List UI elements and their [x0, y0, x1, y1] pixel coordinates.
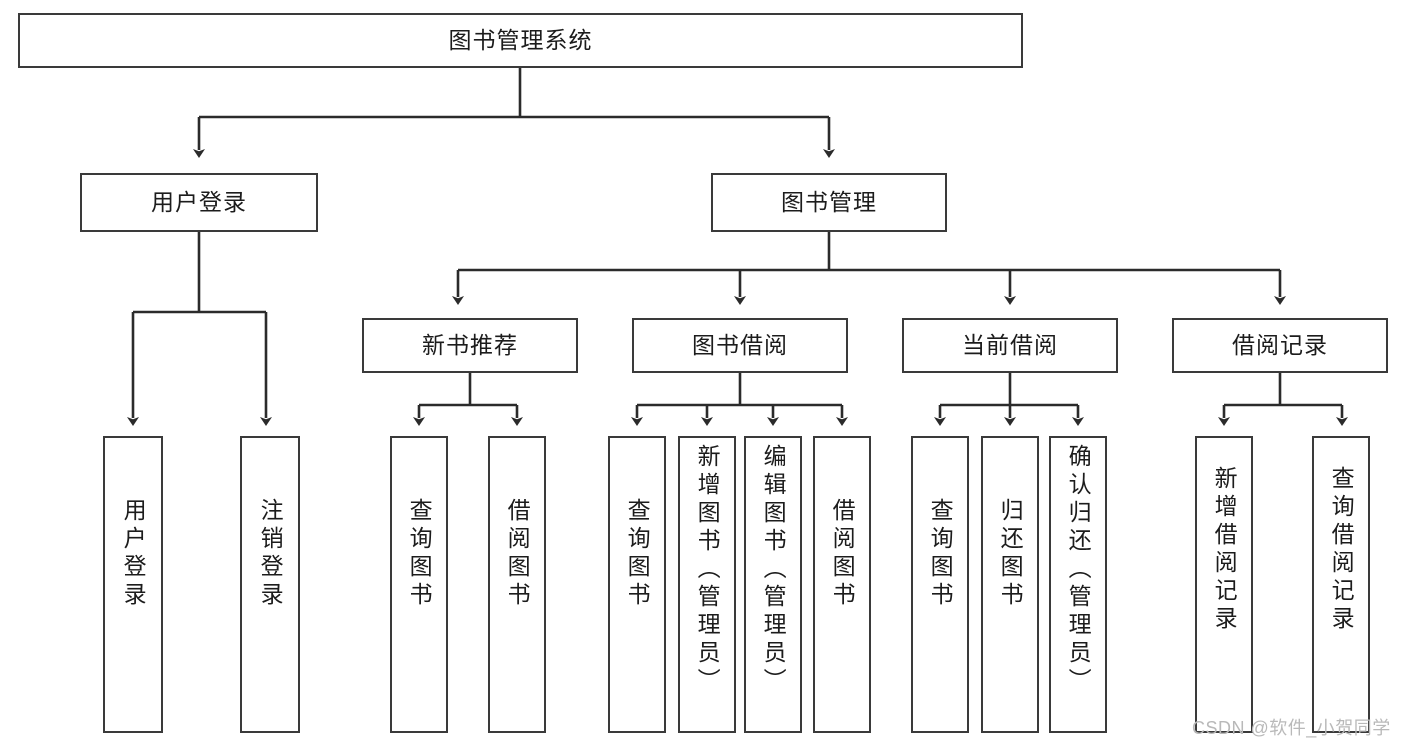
leaf-query-book-recommend[interactable]: 查询图书 [390, 436, 448, 733]
node-label: 借阅图书 [829, 498, 856, 610]
leaf-add-book-admin[interactable]: 新增图书（管理员） [678, 436, 736, 733]
leaf-return-book[interactable]: 归还图书 [981, 436, 1039, 733]
node-label: 查询借阅记录 [1328, 466, 1355, 634]
node-label: 借阅图书 [504, 498, 531, 610]
node-label: 图书借阅 [692, 331, 788, 358]
node-label: 图书管理 [781, 188, 877, 215]
node-user-login[interactable]: 用户登录 [80, 173, 318, 232]
node-label: 新增图书（管理员） [694, 444, 721, 696]
node-book-management[interactable]: 图书管理 [711, 173, 947, 232]
leaf-query-book-borrow[interactable]: 查询图书 [608, 436, 666, 733]
node-label: 查询图书 [406, 498, 433, 610]
leaf-borrow-book-recommend[interactable]: 借阅图书 [488, 436, 546, 733]
node-label: 注销登录 [257, 498, 284, 610]
leaf-query-borrow-record[interactable]: 查询借阅记录 [1312, 436, 1370, 733]
node-label: 查询图书 [624, 498, 651, 610]
node-label: 确认归还（管理员） [1065, 444, 1092, 696]
node-label: 查询图书 [927, 498, 954, 610]
node-new-book-recommend[interactable]: 新书推荐 [362, 318, 578, 373]
node-label: 编辑图书（管理员） [760, 444, 787, 696]
leaf-user-login[interactable]: 用户登录 [103, 436, 163, 733]
node-root-book-management-system[interactable]: 图书管理系统 [18, 13, 1023, 68]
node-label: 新增借阅记录 [1211, 466, 1238, 634]
node-label: 图书管理系统 [448, 26, 593, 53]
leaf-confirm-return-admin[interactable]: 确认归还（管理员） [1049, 436, 1107, 733]
node-current-borrow[interactable]: 当前借阅 [902, 318, 1118, 373]
node-label: 用户登录 [151, 188, 247, 215]
leaf-edit-book-admin[interactable]: 编辑图书（管理员） [744, 436, 802, 733]
leaf-borrow-book[interactable]: 借阅图书 [813, 436, 871, 733]
node-book-borrow[interactable]: 图书借阅 [632, 318, 848, 373]
node-borrow-record[interactable]: 借阅记录 [1172, 318, 1388, 373]
leaf-logout-login[interactable]: 注销登录 [240, 436, 300, 733]
node-label: 新书推荐 [422, 331, 518, 358]
node-label: 归还图书 [997, 498, 1024, 610]
node-label: 借阅记录 [1232, 331, 1328, 358]
node-label: 用户登录 [120, 498, 147, 610]
node-label: 当前借阅 [962, 331, 1058, 358]
leaf-add-borrow-record[interactable]: 新增借阅记录 [1195, 436, 1253, 733]
leaf-query-book-current[interactable]: 查询图书 [911, 436, 969, 733]
